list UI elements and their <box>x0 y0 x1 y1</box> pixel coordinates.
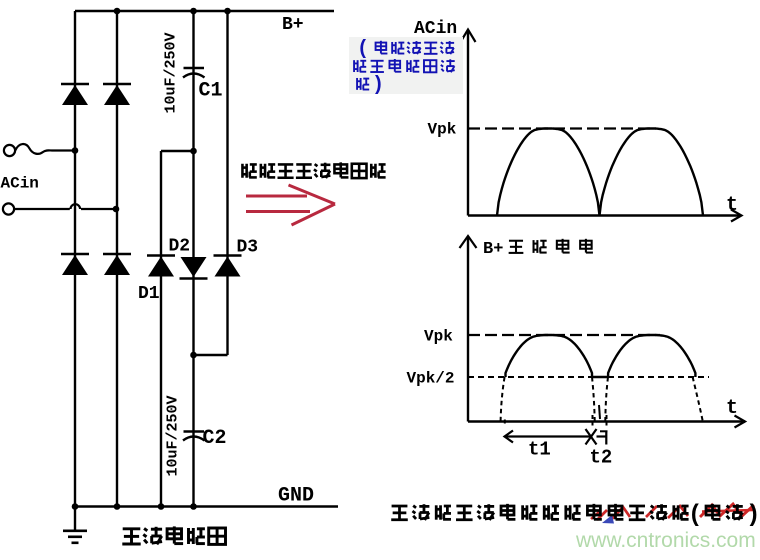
svg-text:t2: t2 <box>590 447 613 469</box>
svg-text:10uF/250V: 10uF/250V <box>163 32 180 113</box>
svg-text:D1: D1 <box>138 284 160 304</box>
svg-text:Vpk: Vpk <box>428 121 457 139</box>
svg-text:t: t <box>726 397 738 420</box>
svg-text:(: ( <box>357 38 369 61</box>
svg-text:www.cntronics.com: www.cntronics.com <box>575 529 756 552</box>
svg-text:D3: D3 <box>237 238 259 258</box>
svg-text:ACin: ACin <box>1 175 39 193</box>
svg-text:C1: C1 <box>199 80 223 103</box>
svg-text:): ) <box>746 502 760 529</box>
svg-text:ACin: ACin <box>414 19 457 39</box>
svg-text:10uF/250V: 10uF/250V <box>165 395 182 476</box>
svg-text:B+: B+ <box>282 15 304 35</box>
svg-text:): ) <box>372 74 384 97</box>
svg-text:Vpk: Vpk <box>424 328 453 346</box>
svg-text:(: ( <box>688 502 702 529</box>
svg-text:GND: GND <box>278 485 314 508</box>
svg-text:B+: B+ <box>483 240 503 259</box>
svg-text:t: t <box>726 194 738 217</box>
svg-text:C2: C2 <box>203 427 227 450</box>
svg-text:D2: D2 <box>169 237 191 257</box>
svg-text:Vpk/2: Vpk/2 <box>407 370 455 388</box>
svg-text:t1: t1 <box>528 439 551 461</box>
